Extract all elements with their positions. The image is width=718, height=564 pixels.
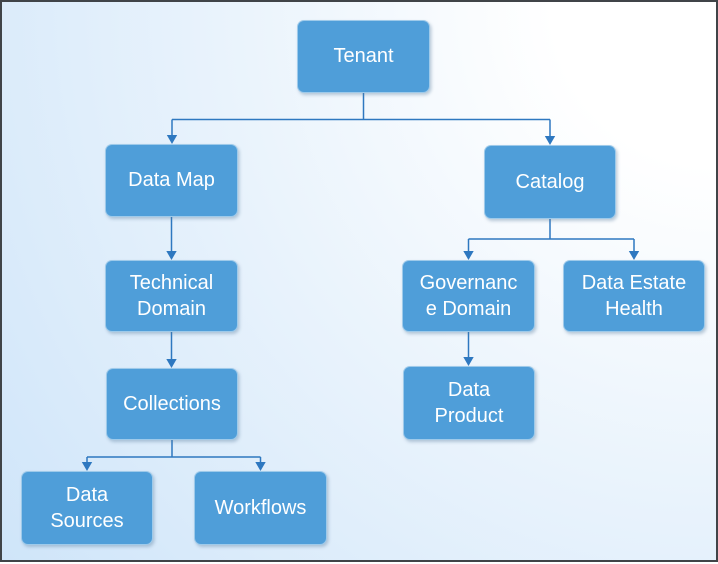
node-tenant: Tenant [297,20,430,93]
arrowhead-collections [166,359,177,368]
node-catalog-label: Catalog [515,170,585,193]
arrowhead-data-estate-health [628,251,640,260]
edge-collections-to-children [86,440,262,464]
edge-catalog-to-children [467,219,635,253]
node-catalog: Catalog [484,145,616,219]
node-technical-domain: Technical Domain [105,260,238,332]
node-data-map-label: Data Map [128,169,215,192]
arrowhead-workflows [255,462,266,471]
node-workflows-label: Workflows [214,496,307,519]
node-data-sources: Data Sources [21,471,153,545]
node-data-estate-health-label: Data Estate Health [581,271,687,320]
node-data-estate-health: Data Estate Health [563,260,705,332]
node-collections-label: Collections [123,392,221,415]
node-data-product-label: Data Product [434,378,504,427]
node-data-product: Data Product [403,366,535,440]
node-governance-domain: Governanc e Domain [402,260,535,332]
node-tenant-label: Tenant [333,45,394,68]
node-data-map: Data Map [105,144,238,217]
arrowhead-technical-domain [166,251,177,260]
arrowhead-catalog [544,136,556,145]
node-data-sources-label: Data Sources [50,483,124,532]
edge-tenant-to-children [171,93,551,138]
arrowhead-data-product [463,357,474,366]
node-collections: Collections [106,368,238,440]
arrowhead-data-map [166,135,178,144]
node-technical-domain-label: Technical Domain [129,271,214,320]
arrowhead-governance-domain [463,251,474,260]
arrowhead-data-sources [81,462,93,471]
node-governance-domain-label: Governanc e Domain [419,271,518,320]
node-workflows: Workflows [194,471,327,545]
